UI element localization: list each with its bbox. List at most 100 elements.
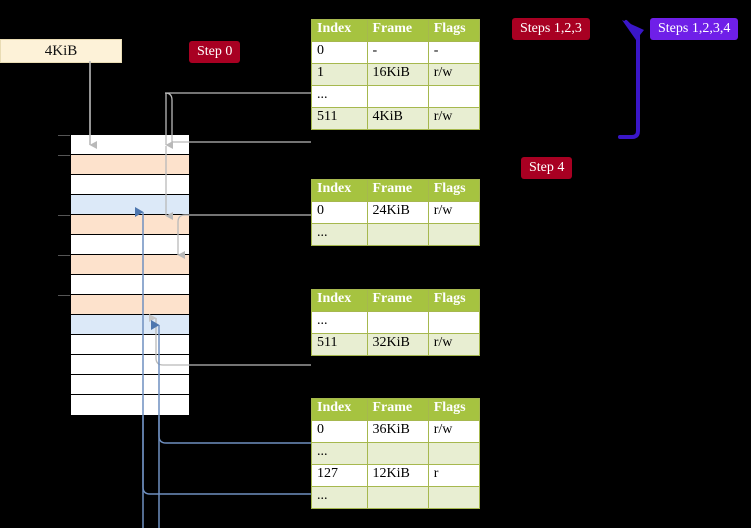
cell-index: ...	[311, 223, 368, 246]
step4-badge: Step 4	[521, 157, 573, 179]
cell-flags: r/w	[427, 63, 481, 86]
table-row: 0--	[311, 41, 481, 64]
steps-bracket-arrowhead	[624, 20, 640, 36]
cell-frame: 4KiB	[366, 107, 429, 130]
step4-label: Step 4	[529, 160, 565, 175]
memory-frame-row	[71, 315, 189, 335]
memory-frame-row	[71, 235, 189, 255]
cell-flags: r/w	[427, 333, 481, 356]
frame-size-box: 4KiB	[0, 39, 122, 63]
connector-t3-row0-to-memory	[158, 416, 311, 444]
steps123-label: Steps 1,2,3	[520, 21, 582, 36]
table-header-row: Index Frame Flags	[311, 19, 481, 42]
cell-flags: r	[427, 464, 481, 487]
memory-row-tick	[58, 255, 70, 256]
cell-index: ...	[311, 311, 368, 334]
cell-flags	[427, 223, 481, 246]
memory-frame-row	[71, 375, 189, 395]
memory-frame-row	[71, 195, 189, 215]
cell-index: 0	[311, 420, 368, 443]
memory-frame-row	[71, 275, 189, 295]
steps123-badge: Steps 1,2,3	[512, 18, 590, 40]
table-header-row: Index Frame Flags	[311, 398, 481, 421]
cell-frame	[366, 442, 429, 465]
table-header-row: Index Frame Flags	[311, 289, 481, 312]
cell-index: ...	[311, 85, 368, 108]
cell-flags: r/w	[427, 420, 481, 443]
memory-frame-row	[71, 295, 189, 315]
column-header-frame: Frame	[366, 289, 429, 312]
cell-index: 0	[311, 41, 368, 64]
steps1234-badge: Steps 1,2,3,4	[650, 18, 739, 40]
step0-label: Step 0	[197, 44, 233, 59]
column-header-frame: Frame	[366, 19, 429, 42]
memory-frame-row	[71, 335, 189, 355]
memory-row-tick	[58, 215, 70, 216]
column-header-flags: Flags	[427, 179, 481, 202]
connector-t1-row0-to-memory	[177, 214, 311, 259]
memory-row-tick	[58, 155, 70, 156]
cell-frame: 12KiB	[366, 464, 429, 487]
connector-t3-row127-to-memory	[142, 416, 311, 495]
column-header-frame: Frame	[366, 398, 429, 421]
memory-frame-row	[71, 215, 189, 235]
cell-flags	[427, 85, 481, 108]
table-row: ...	[311, 311, 481, 334]
table-row: ...	[311, 223, 481, 246]
memory-frame-row	[71, 135, 189, 155]
column-header-index: Index	[311, 398, 368, 421]
cell-frame	[366, 486, 429, 509]
cell-frame	[366, 85, 429, 108]
cell-index: 0	[311, 201, 368, 224]
steps-bracket-arrow	[618, 28, 640, 139]
column-header-flags: Flags	[427, 398, 481, 421]
cell-index: ...	[311, 442, 368, 465]
memory-frame-row	[71, 255, 189, 275]
column-header-flags: Flags	[427, 19, 481, 42]
cell-flags	[427, 486, 481, 509]
column-header-flags: Flags	[427, 289, 481, 312]
cell-index: 1	[311, 63, 368, 86]
table-header-row: Index Frame Flags	[311, 179, 481, 202]
memory-row-tick	[58, 295, 70, 296]
cell-flags	[427, 311, 481, 334]
cell-index: ...	[311, 486, 368, 509]
memory-frame-row	[71, 395, 189, 415]
memory-frame-row	[71, 155, 189, 175]
cell-frame: 16KiB	[366, 63, 429, 86]
cell-frame: 32KiB	[366, 333, 429, 356]
table-row: ...	[311, 85, 481, 108]
cell-index: 511	[311, 107, 368, 130]
cell-frame	[366, 223, 429, 246]
column-header-index: Index	[311, 179, 368, 202]
cell-frame: -	[366, 41, 429, 64]
column-header-index: Index	[311, 289, 368, 312]
cell-flags: -	[427, 41, 481, 64]
physical-memory-grid	[70, 134, 190, 416]
cell-flags	[427, 442, 481, 465]
cell-frame: 36KiB	[366, 420, 429, 443]
steps1234-label: Steps 1,2,3,4	[658, 21, 731, 36]
table-row: ...	[311, 486, 481, 509]
cell-flags: r/w	[427, 201, 481, 224]
frame-size-label: 4KiB	[44, 43, 78, 59]
memory-row-tick	[58, 135, 70, 136]
column-header-frame: Frame	[366, 179, 429, 202]
cell-index: 511	[311, 333, 368, 356]
memory-frame-row	[71, 175, 189, 195]
table-row: ...	[311, 442, 481, 465]
memory-frame-row	[71, 355, 189, 375]
